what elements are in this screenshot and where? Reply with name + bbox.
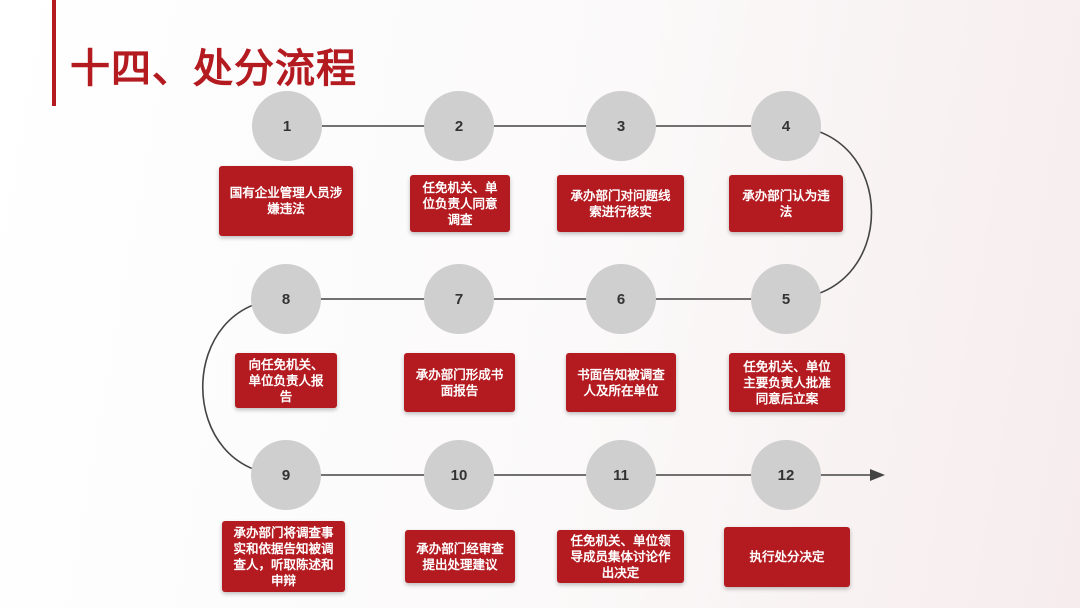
step-number-circle: 6 <box>586 264 656 334</box>
step-box: 书面告知被调查人及所在单位 <box>566 353 676 412</box>
step-number-circle: 8 <box>251 264 321 334</box>
step-box: 任免机关、单位主要负责人批准同意后立案 <box>729 353 845 412</box>
step-box: 向任免机关、单位负责人报告 <box>235 353 337 408</box>
step-number-circle: 9 <box>251 440 321 510</box>
step-number-circle: 2 <box>424 91 494 161</box>
step-number-circle: 12 <box>751 440 821 510</box>
step-box: 任免机关、单位负责人同意调查 <box>410 175 510 232</box>
step-number-circle: 11 <box>586 440 656 510</box>
step-number-circle: 7 <box>424 264 494 334</box>
step-box: 承办部门认为违法 <box>729 175 843 232</box>
step-number-circle: 10 <box>424 440 494 510</box>
title-accent-bar <box>52 0 56 106</box>
step-number-circle: 4 <box>751 91 821 161</box>
page-title: 十四、处分流程 <box>70 45 357 92</box>
step-number-circle: 5 <box>751 264 821 334</box>
step-box: 承办部门将调查事实和依据告知被调查人，听取陈述和申辩 <box>222 521 345 592</box>
step-box: 承办部门形成书面报告 <box>404 353 515 412</box>
step-box: 承办部门经审查提出处理建议 <box>405 530 515 583</box>
step-number-circle: 3 <box>586 91 656 161</box>
step-box: 执行处分决定 <box>724 527 850 587</box>
step-box: 任免机关、单位领导成员集体讨论作出决定 <box>557 530 684 583</box>
arrow-head-icon <box>870 469 885 481</box>
step-box: 承办部门对问题线索进行核实 <box>557 175 684 232</box>
step-number-circle: 1 <box>252 91 322 161</box>
step-box: 国有企业管理人员涉嫌违法 <box>219 166 353 236</box>
